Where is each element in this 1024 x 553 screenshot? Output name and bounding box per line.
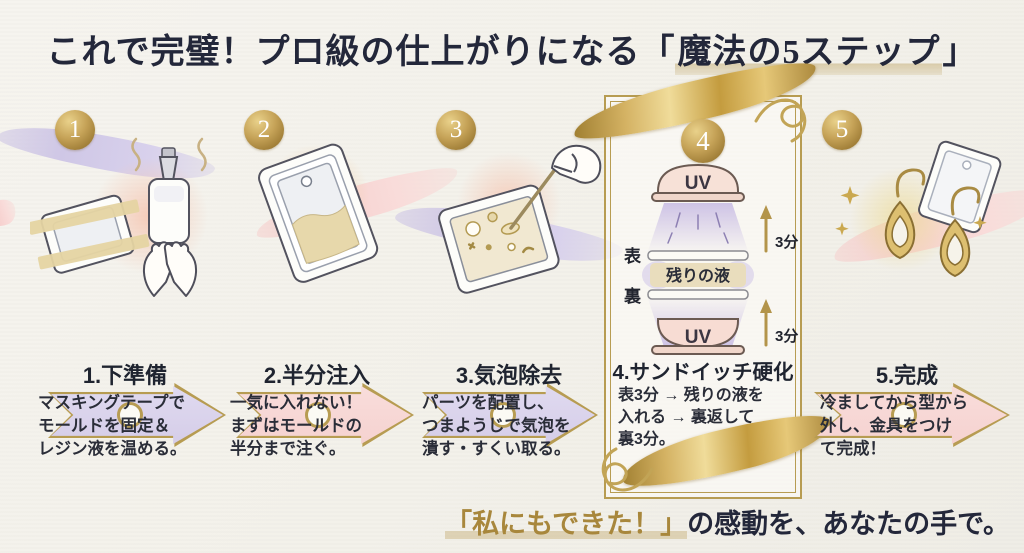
desc-line: 一気に入れない！ [230,394,362,412]
duration-bottom-label: 3分 [775,328,798,345]
arrow-ring-icon [891,402,918,428]
step-1-illustration [30,124,220,302]
step-column-2: 2 2.半分注入 一気に入れない！ まずはモールドの [222,96,463,496]
beam-rays [667,212,729,244]
arrow-ring-icon [304,402,331,428]
heat-wave-icon [131,137,141,172]
desc-line: 潰す・すくい取る。 [422,439,571,458]
desc-line: 裏3分。 [618,431,675,449]
mold-back-bar [647,289,749,300]
gold-ribbon-icon [601,447,654,492]
step-5-badge-icon: 5 [822,110,862,150]
uv-label-top: UV [685,173,712,194]
step-4-number: 4 [696,125,710,156]
step-1-heading: 1.下準備 [82,363,168,388]
desc-line: つまようじで気泡を [422,416,571,435]
step-3-heading: 3.気泡除去 [455,363,563,388]
step-3-number: 3 [449,116,463,143]
uv-lamp-bottom-icon: UV [651,318,745,355]
arrow-ring-icon [116,402,143,428]
step-5-heading: 5.完成 [875,363,939,388]
title-prefix: これで完璧！プロ級の仕上がりになる「 [46,34,676,71]
step-column-3: 3 [0,96,626,496]
earring-icon [939,186,981,278]
warming-resin-icon [30,137,208,297]
title-suffix: 」 [942,34,978,71]
desc-line: モールドを固定＆ [38,416,170,435]
desc-line: 半分まで注ぐ。 [230,439,346,458]
toothpick-bubble-icon [438,144,602,294]
step-2-illustration [222,124,412,302]
step-4-description: 表3分 → 残りの液を 入れる → 裏返して 裏3分。 [618,385,794,451]
step-1-description: マスキングテープで モールドを固定＆ レジン液を温める。 [38,392,218,460]
taped-mold-icon [30,194,150,274]
step-2-number: 2 [257,116,271,143]
desc-line: レジン液を温める。 [38,439,187,458]
title-highlight: 魔法の5ステップ [675,34,943,75]
toothpick-icon [509,158,564,230]
uv-label-bottom: UV [685,327,712,348]
desc-line: 入れる → 裏返して [618,409,755,427]
gold-ribbon-icon [754,98,807,143]
brush-stroke-pink-edge [0,195,20,231]
hand-icon [551,144,602,184]
sparkle-icon [835,186,987,236]
footer-highlight: 「私にもできた！」 [445,509,688,539]
heat-wave-icon [197,137,207,172]
desc-line: 外し、金具をつけ [820,416,952,435]
desc-line: 表3分 → 残りの液を [618,387,764,404]
step-1-badge-icon: 1 [55,110,95,150]
step-2-badge-icon: 2 [244,110,284,150]
arrow-step-5-icon [814,383,1010,447]
desc-line: パーツを配置し、 [422,394,554,412]
step-column-1: 1 [0,96,226,496]
back-side-label: 裏 [623,286,642,306]
step-5-number: 5 [835,116,849,143]
uv-sandwich-diagram: UV 残りの液 UV [623,163,798,355]
half-filled-mold-icon [258,143,379,283]
step-2-heading: 2.半分注入 [263,363,371,388]
empty-mold-icon [918,140,1002,234]
footer-tagline: 「私にもできた！」の感動を、あなたの手で。 [445,502,1010,541]
mold-front-bar [647,250,749,261]
footer-rest: の感動を、あなたの手で。 [687,509,1010,539]
uv-lamp-top-icon: UV [651,163,745,202]
arrow-step-2-icon [236,383,414,447]
page-title: これで完璧！プロ級の仕上がりになる「魔法の5ステップ」 [0,24,1024,75]
finished-earrings-icon [835,140,1002,278]
step-column-5: 5 [812,96,1024,496]
front-side-label: 表 [624,246,642,266]
duration-arrow-bottom-icon [760,299,772,347]
duration-arrow-top-icon [760,205,772,253]
desc-line: まずはモールドの [230,416,362,435]
step-4-badge-icon: 4 [681,119,725,163]
earring-icon [884,168,926,260]
desc-line: 冷ましてから型から [820,394,969,412]
step-3-description: パーツを配置し、 つまようじで気泡を 潰す・すくい取る。 [422,392,602,460]
duration-top-label: 3分 [775,234,798,251]
desc-line: マスキングテープで [38,394,186,412]
step-5-description: 冷ましてから型から 外し、金具をつけ て完成！ [820,392,1000,460]
step-5-illustration [812,124,1002,302]
desc-line: て完成！ [820,439,886,458]
step-2-description: 一気に入れない！ まずはモールドの 半分まで注ぐ。 [230,392,410,460]
arrow-step-3-icon [422,383,598,447]
remaining-liquid-label: 残りの液 [666,266,731,285]
arrow-step-1-icon [48,383,226,447]
step-3-illustration [414,124,604,302]
hands-icon [143,241,197,297]
arrow-ring-icon [489,402,516,428]
step-4-highlight-box: 4 UV [568,51,837,499]
step-1-number: 1 [68,116,82,143]
remaining-liquid-band [650,263,746,287]
step-3-badge-icon: 3 [436,110,476,150]
step-4-heading: 4.サンドイッチ硬化 [612,361,794,384]
